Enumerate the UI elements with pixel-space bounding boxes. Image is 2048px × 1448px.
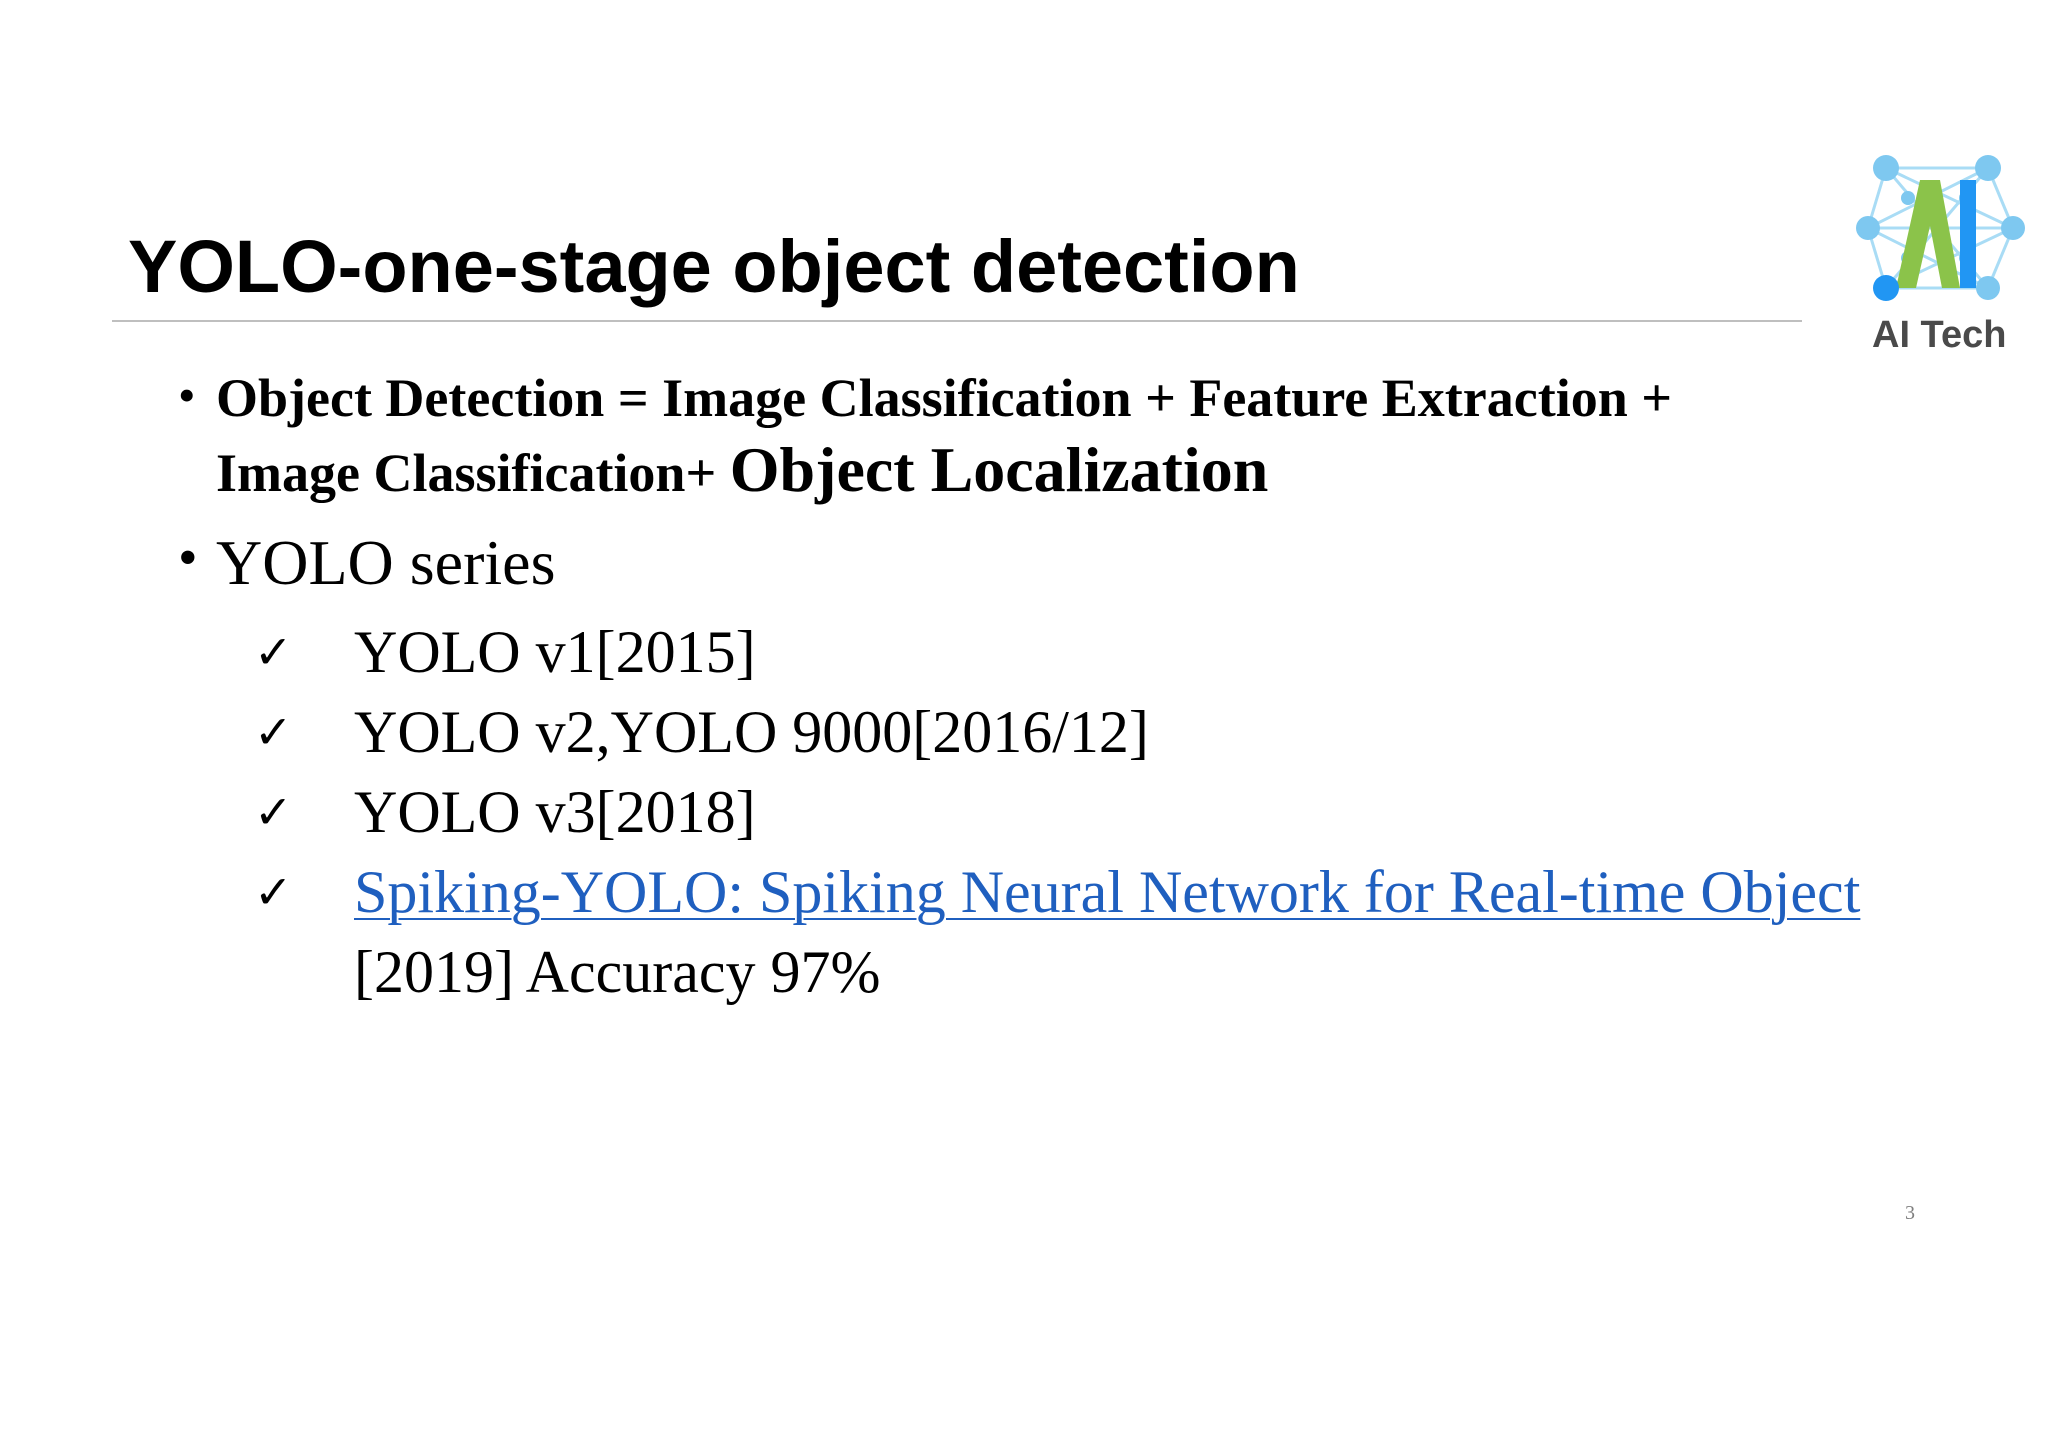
checklist-text: YOLO v1[2015] [354,619,756,685]
checkmark-icon: ✓ [254,865,293,919]
bullet-line2-emphasis: Object Localization [729,434,1269,505]
bullet-text: YOLO series [216,527,556,598]
title-divider [112,320,1802,322]
spiking-yolo-link[interactable]: Spiking-YOLO: Spiking Neural Network for… [354,859,1861,925]
slide-title: YOLO-one-stage object detection [128,225,1300,308]
checkmark-icon: ✓ [254,785,293,839]
ai-tech-logo: AI Tech [1848,148,2038,358]
bullet-text-line1: Object Detection = Image Classification … [216,368,1672,428]
bullet-text-line2: Image Classification+ Object Localizatio… [216,434,1268,509]
ai-network-logo-icon [1856,155,2025,301]
checkmark-icon: ✓ [254,625,293,679]
bullet-line2-prefix: Image Classification+ [216,443,730,503]
checklist-text: YOLO v3[2018] [354,779,756,845]
page-number: 3 [1905,1202,1915,1224]
checklist-link-wrapper: Spiking-YOLO: Spiking Neural Network for… [354,852,1860,932]
checklist-continuation: [2019] Accuracy 97% [354,939,881,1005]
checklist-text: YOLO v2,YOLO 9000[2016/12] [354,699,1149,765]
checkmark-icon: ✓ [254,705,293,759]
bullet-dot: • [178,527,198,589]
bullet-dot: • [178,367,196,423]
logo-text: AI Tech [1872,314,2007,356]
